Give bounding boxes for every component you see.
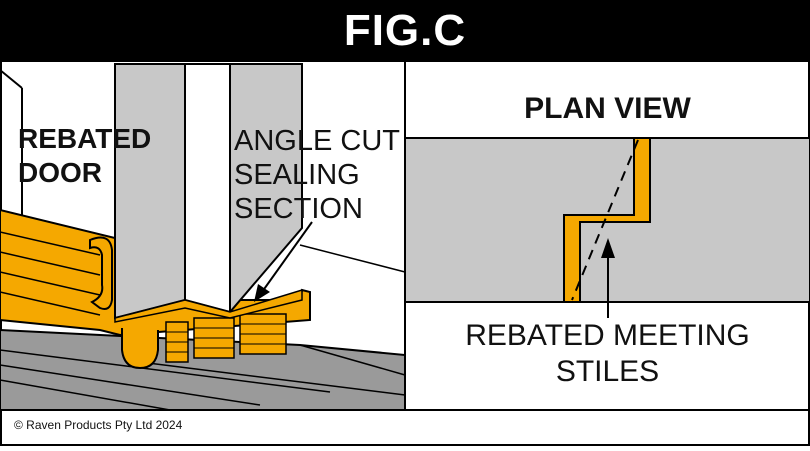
floor-line	[139, 361, 406, 396]
seal-rib	[0, 251, 101, 276]
left-panel	[0, 63, 406, 411]
plan-seal	[563, 137, 651, 303]
wall-edge	[0, 69, 23, 89]
plan-arrowhead	[601, 238, 615, 258]
wall-line	[299, 244, 406, 273]
door-panel-right	[229, 63, 303, 315]
seal-rib	[0, 291, 101, 316]
floor-line	[0, 364, 261, 406]
seal-rib	[0, 231, 101, 256]
angle-cut-arrowhead	[254, 284, 270, 302]
floor-line	[0, 349, 331, 393]
rebated-door-line-2: DOOR	[18, 157, 102, 188]
angle-cut-label: ANGLE CUT SEALING SECTION	[234, 124, 400, 226]
seal-bulb	[121, 328, 159, 370]
rebated-meeting-line-1: REBATED MEETING	[465, 319, 750, 352]
door-panel-left	[114, 63, 186, 320]
figure-title: FIG.C	[343, 6, 467, 55]
plan-view-label: PLAN VIEW	[524, 92, 691, 125]
rebated-meeting-line-2: STILES	[555, 355, 660, 388]
right-panel	[404, 137, 810, 318]
seal-rib	[0, 271, 101, 296]
angle-cut-line-2: SEALING	[234, 159, 360, 191]
plan-dashed-line	[571, 139, 639, 301]
seal-fins	[165, 313, 287, 363]
floor-line	[0, 379, 171, 411]
rebated-door-line-1: REBATED	[18, 123, 152, 154]
title-bar: FIG.C	[0, 0, 810, 62]
angle-cut-seal	[114, 288, 303, 323]
copyright-text: © Raven Products Pty Ltd 2024	[14, 418, 183, 432]
rebated-meeting-label: REBATED MEETING STILES	[405, 318, 810, 390]
door-rebate	[184, 63, 231, 314]
angle-cut-line-1: ANGLE CUT	[234, 125, 400, 157]
wall-line	[299, 344, 406, 376]
rebated-door-label: REBATED DOOR	[18, 122, 151, 190]
angle-cut-leader	[261, 221, 313, 293]
seal-cap	[89, 236, 113, 310]
angle-cut-line-3: SECTION	[234, 193, 363, 225]
